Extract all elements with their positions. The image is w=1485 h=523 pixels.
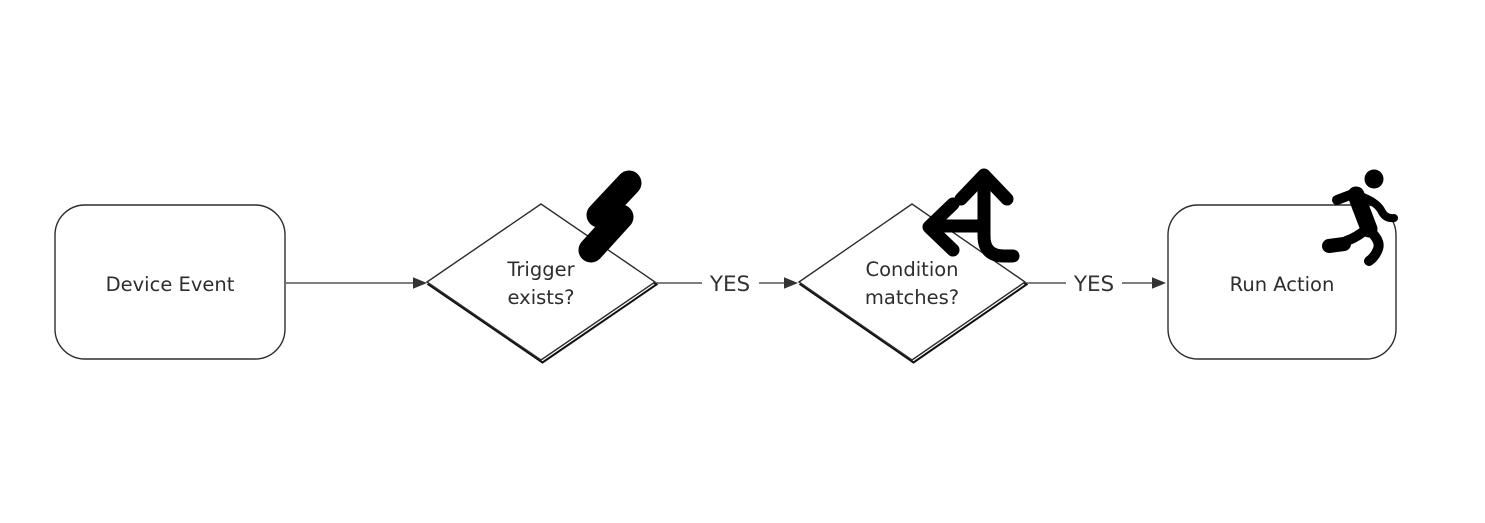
trigger-exists-label-line2: exists? [508, 286, 575, 309]
edge-trigger-to-condition: YES [656, 272, 798, 297]
runner-back-leg [1364, 226, 1384, 266]
trigger-exists-label-line1: Trigger [506, 258, 575, 281]
edge-condition-to-action: YES [1026, 272, 1166, 297]
lightning-bolt-glyph [578, 170, 642, 263]
runner-shoe [1322, 237, 1351, 253]
directions-fork-icon [922, 168, 1020, 263]
condition-matches-shape [797, 203, 1027, 361]
left-arrowhead [922, 197, 960, 257]
running-person-icon [1322, 169, 1398, 266]
edge-device-to-trigger [286, 277, 427, 289]
up-arrowhead [954, 168, 1014, 206]
runner-back-arm [1359, 193, 1398, 223]
condition-matches-label-line1: Condition [865, 258, 958, 281]
edge-label-yes-2: YES [1073, 272, 1114, 297]
arrowhead-icon [413, 277, 427, 289]
run-action-label: Run Action [1230, 273, 1335, 296]
arrowhead-icon [1152, 277, 1166, 289]
lightning-bolt-icon [578, 170, 642, 263]
node-trigger-exists: Trigger exists? [425, 170, 659, 364]
device-event-label: Device Event [106, 273, 235, 296]
node-device-event: Device Event [54, 204, 286, 360]
device-event-shape [54, 204, 286, 360]
node-condition-matches: Condition matches? [797, 168, 1029, 364]
edge-label-yes-1: YES [709, 272, 750, 297]
runner-head [1364, 169, 1384, 189]
condition-matches-label-line2: matches? [865, 286, 959, 309]
runner-front-arm [1332, 187, 1363, 205]
fork-shaft [977, 175, 1020, 263]
arrowhead-icon [784, 277, 798, 289]
node-run-action: Run Action [1167, 169, 1398, 360]
